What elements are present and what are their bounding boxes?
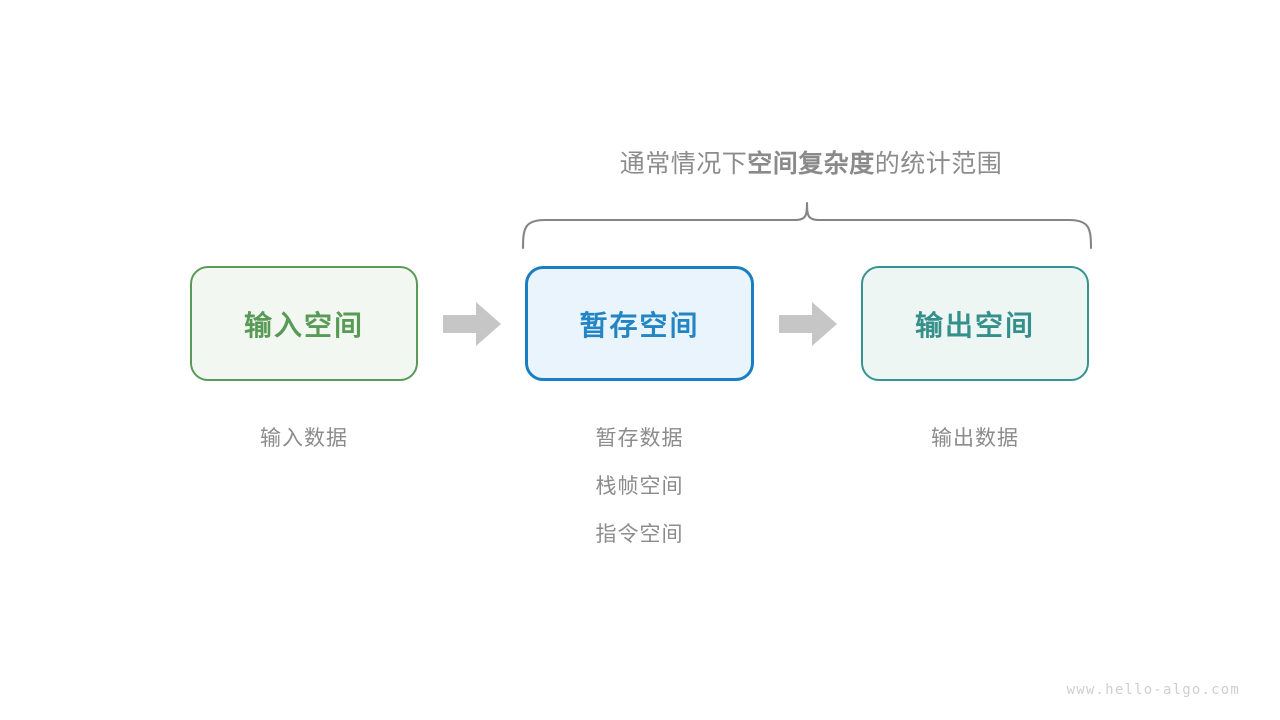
arrow-right-icon: [443, 302, 501, 346]
arrow-right-icon: [779, 302, 837, 346]
brace-caption-prefix: 通常情况下: [619, 150, 748, 178]
caption-line: 输入数据: [260, 427, 348, 450]
box-input-space: 输入空间: [190, 266, 418, 381]
box-temp-space-label: 暂存空间: [579, 309, 700, 341]
caption-temp-space: 暂存数据 栈帧空间 指令空间: [525, 415, 754, 559]
curly-brace: [515, 198, 1099, 252]
box-temp-space: 暂存空间: [525, 266, 754, 381]
brace-caption-suffix: 的统计范围: [874, 150, 1003, 178]
caption-line: 指令空间: [595, 523, 684, 546]
box-output-space-label: 输出空间: [914, 309, 1035, 341]
caption-line: 暂存数据: [595, 427, 684, 450]
caption-line: 输出数据: [931, 427, 1019, 450]
caption-output-space: 输出数据: [861, 415, 1089, 463]
brace-caption-emphasis: 空间复杂度: [747, 150, 875, 178]
caption-line: 栈帧空间: [595, 475, 684, 498]
watermark: www.hello-algo.com: [1066, 682, 1240, 698]
box-input-space-label: 输入空间: [243, 309, 364, 341]
box-output-space: 输出空间: [861, 266, 1089, 381]
caption-input-space: 输入数据: [190, 415, 418, 463]
brace-caption: 通常情况下空间复杂度的统计范围: [423, 146, 1199, 182]
